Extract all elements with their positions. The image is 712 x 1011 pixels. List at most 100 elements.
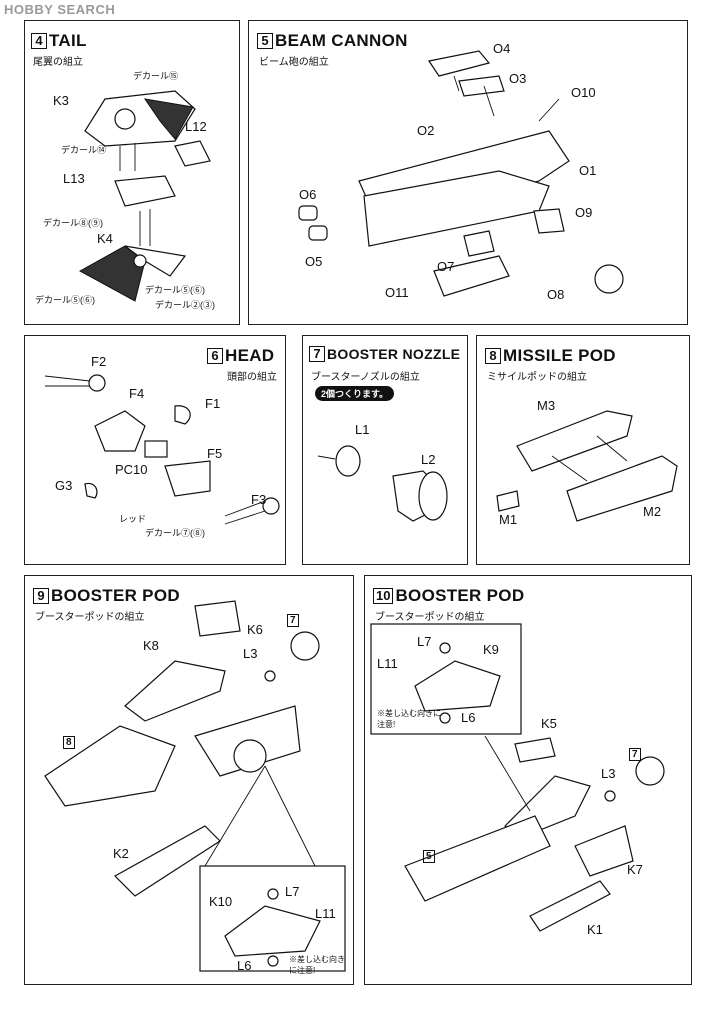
assembly-note: ※差し込む向きに注意! <box>289 955 345 975</box>
part-label-f3: F3 <box>251 492 267 507</box>
step-subtitle: ブースターノズルの組立 <box>311 372 420 383</box>
step-number: 8 <box>485 348 501 364</box>
part-label-f4: F4 <box>129 386 145 401</box>
part-label-g3: G3 <box>55 478 73 493</box>
part-label-o8: O8 <box>547 287 565 302</box>
part-label-o9: O9 <box>575 205 593 220</box>
part-label-m3: M3 <box>537 398 556 413</box>
decal-label: デカール⑤(⑥) <box>35 295 95 305</box>
step-beam-cannon-panel: 5 BEAM CANNON ビーム砲の組立 O4 O3 O10 O2 O1 O6… <box>248 20 688 325</box>
part-label-k7: K7 <box>627 862 643 877</box>
step-title: HEAD <box>225 346 275 365</box>
step-reference: 5 <box>423 850 435 863</box>
part-label-k3: K3 <box>53 93 69 108</box>
part-label-m2: M2 <box>643 504 662 519</box>
booster-pod-a-illustration <box>44 600 346 972</box>
step-subtitle: 頭部の組立 <box>227 372 277 383</box>
part-label-o4: O4 <box>493 41 511 56</box>
booster-pod-b-illustration <box>370 623 665 932</box>
part-label-o5: O5 <box>305 254 323 269</box>
part-label-l11: L11 <box>315 906 336 921</box>
decal-label: デカール⑦(⑧) <box>145 528 205 538</box>
part-label-l1: L1 <box>355 422 370 437</box>
part-label-o1: O1 <box>579 163 597 178</box>
part-label-l6: L6 <box>461 710 476 725</box>
part-label-k4: K4 <box>97 231 113 246</box>
part-label-l2: L2 <box>421 452 436 467</box>
decal-label: デカール⑤(⑥) <box>145 285 205 295</box>
part-label-o3: O3 <box>509 71 527 86</box>
part-label-l13: L13 <box>63 171 85 186</box>
part-label-l3: L3 <box>243 646 258 661</box>
part-label-l3: L3 <box>601 766 616 781</box>
color-label: レッド <box>119 514 147 524</box>
part-label-o2: O2 <box>417 123 435 138</box>
step-booster-pod-b-header: 10 BOOSTER POD <box>373 586 524 606</box>
booster-nozzle-illustration <box>317 445 448 522</box>
step-reference: 7 <box>287 614 299 627</box>
step-reference: 7 <box>629 748 641 761</box>
part-label-f2: F2 <box>91 354 107 369</box>
step-title: MISSILE POD <box>503 346 616 365</box>
beam-cannon-illustration <box>298 50 624 297</box>
step-head-header: 6 HEAD <box>207 346 274 366</box>
assembly-note: ※差し込む向きに注意! <box>377 709 441 729</box>
step-number: 7 <box>309 346 325 362</box>
part-label-f5: F5 <box>207 446 223 461</box>
step-reference: 8 <box>63 736 75 749</box>
step-subtitle: ビーム砲の組立 <box>259 57 329 68</box>
part-label-o7: O7 <box>437 259 455 274</box>
part-label-k5: K5 <box>541 716 557 731</box>
part-label-f1: F1 <box>205 396 221 411</box>
step-subtitle: ブースターポッドの組立 <box>375 612 485 623</box>
part-label-l6: L6 <box>237 958 252 973</box>
watermark: HOBBY SEARCH <box>4 2 116 17</box>
step-number: 9 <box>33 588 49 604</box>
step-missile-pod-header: 8 MISSILE POD <box>485 346 616 366</box>
step-booster-nozzle-header: 7 BOOSTER NOZZLE <box>309 346 460 362</box>
step-missile-pod-panel: 8 MISSILE POD ミサイルポッドの組立 M3 M1 M2 <box>476 335 690 565</box>
part-label-k1: K1 <box>587 922 603 937</box>
step-title: BOOSTER POD <box>51 586 180 605</box>
step-number: 4 <box>31 33 47 49</box>
part-label-k10: K10 <box>209 894 233 909</box>
decal-label: デカール⑮ <box>133 71 179 81</box>
part-label-k2: K2 <box>113 846 129 861</box>
head-illustration <box>44 374 280 525</box>
step-booster-pod-b-panel: 10 BOOSTER POD ブースターポッドの組立 L7 K9 L11 L6 … <box>364 575 692 985</box>
step-title: BOOSTER POD <box>395 586 525 605</box>
tail-illustration <box>78 90 211 302</box>
decal-label: デカール⑭ <box>61 145 107 155</box>
step-title: BOOSTER NOZZLE <box>327 346 461 362</box>
part-label-o6: O6 <box>299 187 317 202</box>
part-label-pc10: PC10 <box>115 462 148 477</box>
decal-label: デカール⑧(⑨) <box>43 218 103 228</box>
part-label-k9: K9 <box>483 642 499 657</box>
step-number: 10 <box>373 588 394 604</box>
decal-label: デカール②(③) <box>155 300 215 310</box>
step-number: 5 <box>257 33 273 49</box>
step-title: TAIL <box>49 31 87 50</box>
step-head-panel: 6 HEAD 頭部の組立 F2 F4 F1 G3 PC10 F5 F3 レッド … <box>24 335 286 565</box>
step-beam-cannon-header: 5 BEAM CANNON <box>257 31 408 51</box>
step-booster-nozzle-panel: 7 BOOSTER NOZZLE ブースターノズルの組立 2個つくります。 L1… <box>302 335 468 565</box>
step-booster-pod-a-panel: 9 BOOSTER POD ブースターポッドの組立 K8 K6 L3 7 8 K… <box>24 575 354 985</box>
part-label-k6: K6 <box>247 622 263 637</box>
part-label-l12: L12 <box>185 119 207 134</box>
part-label-l7: L7 <box>417 634 432 649</box>
step-title: BEAM CANNON <box>275 31 408 50</box>
step-booster-pod-a-header: 9 BOOSTER POD <box>33 586 180 606</box>
part-label-o11: O11 <box>385 285 409 300</box>
step-tail-panel: 4 TAIL 尾翼の組立 デカール⑮ K3 L12 デカール⑭ L13 デカール… <box>24 20 240 325</box>
part-label-m1: M1 <box>499 512 518 527</box>
missile-pod-illustration <box>496 410 678 522</box>
part-label-l7: L7 <box>285 884 300 899</box>
step-subtitle: 尾翼の組立 <box>33 57 83 68</box>
step-subtitle: ミサイルポッドの組立 <box>487 372 587 383</box>
part-label-o10: O10 <box>571 85 596 100</box>
step-subtitle: ブースターポッドの組立 <box>35 612 145 623</box>
step-number: 6 <box>207 348 223 364</box>
part-label-k8: K8 <box>143 638 159 653</box>
part-label-l11: L11 <box>377 656 398 671</box>
quantity-badge: 2個つくります。 <box>315 386 395 401</box>
